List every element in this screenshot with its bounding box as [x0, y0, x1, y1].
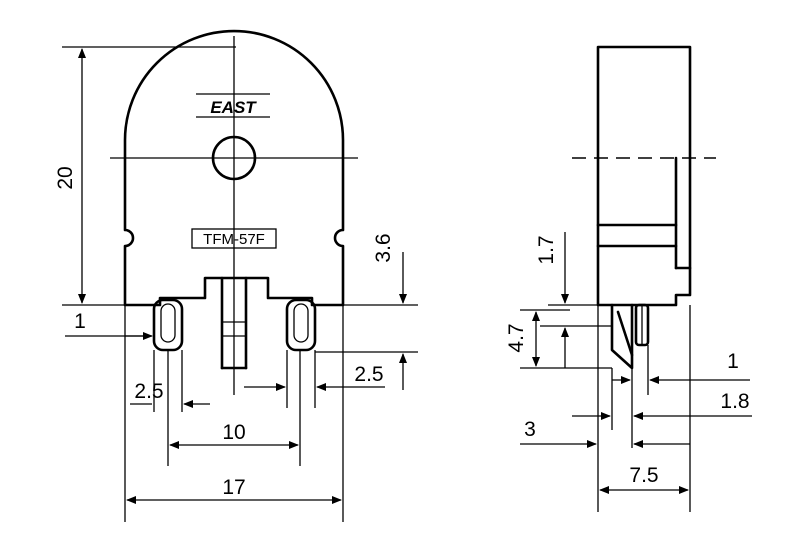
side-leads — [610, 303, 650, 370]
dim-right-pin-width: 2.5 — [354, 363, 383, 386]
dim-lead-offset: 1 — [727, 350, 739, 373]
dim-pin-offset: 1 — [74, 310, 86, 333]
dim-body-width: 17 — [222, 476, 245, 499]
dim-height: 20 — [54, 166, 77, 189]
left-pin — [152, 298, 184, 352]
dim-lead-gap: 3 — [524, 418, 536, 441]
dim-pin-spacing: 10 — [222, 421, 245, 444]
side-view: 1.7 4.7 1 1.8 3 7.5 — [505, 45, 752, 512]
part-number-label: TFM-57F — [203, 231, 265, 248]
front-view: EAST TFM-57F 20 1 — [54, 29, 418, 522]
brand-mark: EAST — [210, 98, 257, 117]
dim-step-height: 1.7 — [535, 235, 558, 264]
dim-pin-length: 3.6 — [372, 233, 395, 262]
dim-depth: 7.5 — [629, 464, 658, 487]
part-number-box — [191, 228, 277, 249]
dim-lead-pos: 1.8 — [720, 390, 749, 413]
dim-lead-height: 4.7 — [505, 323, 528, 352]
center-tab — [220, 276, 248, 370]
front-body-outline — [123, 29, 345, 307]
dim-left-pin-width: 2.5 — [134, 380, 163, 403]
right-pin — [285, 298, 317, 352]
